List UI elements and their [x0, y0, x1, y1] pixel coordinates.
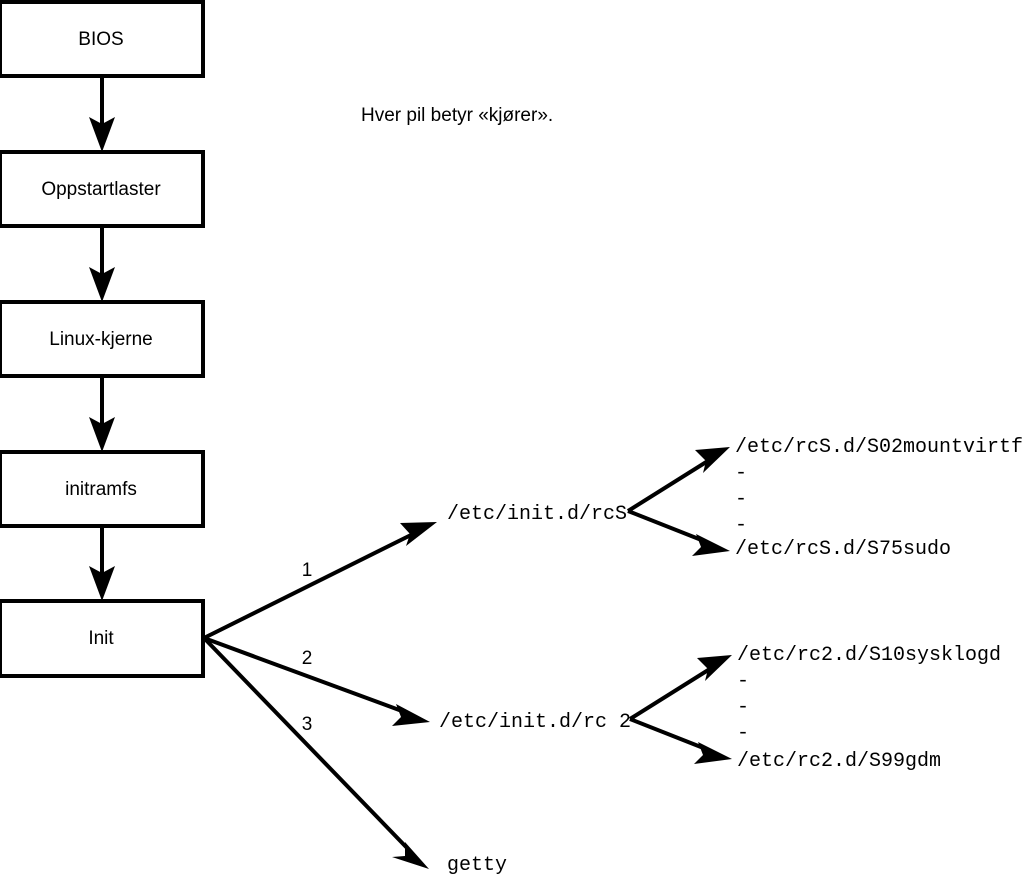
edge-label-1: 1: [302, 560, 313, 581]
box-initramfs[interactable]: initramfs: [0, 450, 205, 528]
box-bootloader[interactable]: Oppstartlaster: [0, 150, 205, 228]
edge-label-2: 2: [302, 648, 313, 669]
arrow-rcs-to-first-script: [626, 447, 730, 513]
arrow-rcs-to-last-script: [627, 509, 730, 556]
script-label-rcs-first: /etc/rcS.d/S02mountvirtfs: [735, 436, 1024, 459]
box-bootloader-rect: [0, 150, 205, 228]
node-label-rcs[interactable]: /etc/init.d/rcS: [447, 503, 627, 526]
script-ellipsis-dash-rcs-2: -: [735, 488, 747, 511]
arrow-bios-to-bootloader: [89, 76, 115, 152]
box-kernel-rect: [0, 300, 205, 378]
script-ellipsis-dash-rc2-1: -: [737, 670, 749, 693]
script-ellipsis-dash-rcs-3: -: [735, 514, 747, 537]
node-label-getty[interactable]: getty: [447, 854, 507, 875]
diagram-caption: Hver pil betyr «kjører».: [361, 105, 553, 126]
arrow-init-to-rcs: [203, 522, 437, 640]
box-bios[interactable]: BIOS: [0, 0, 205, 78]
box-initramfs-label: initramfs: [65, 479, 137, 500]
box-bios-rect: [0, 0, 205, 78]
box-initramfs-rect: [0, 450, 205, 528]
box-init[interactable]: Init: [0, 599, 205, 678]
script-ellipsis-dash-rcs-1: -: [735, 462, 747, 485]
script-label-rc2-last: /etc/rc2.d/S99gdm: [737, 750, 941, 773]
script-label-rc2-first: /etc/rc2.d/S10sysklogd: [737, 644, 1001, 667]
arrow-kernel-to-initramfs: [89, 376, 115, 452]
box-kernel-label: Linux-kjerne: [49, 329, 153, 350]
node-label-rc2[interactable]: /etc/init.d/rc 2: [439, 711, 631, 734]
script-label-rcs-last: /etc/rcS.d/S75sudo: [735, 538, 951, 561]
box-init-rect: [0, 599, 205, 678]
arrow-init-to-rc2: [203, 636, 430, 726]
box-bios-label: BIOS: [78, 29, 123, 50]
box-kernel[interactable]: Linux-kjerne: [0, 300, 205, 378]
arrow-initramfs-to-init: [89, 526, 115, 601]
arrow-bootloader-to-kernel: [89, 226, 115, 302]
box-bootloader-label: Oppstartlaster: [41, 179, 161, 200]
script-ellipsis-dash-rc2-3: -: [737, 722, 749, 745]
arrow-rc2-to-first-script: [628, 655, 732, 721]
edge-label-3: 3: [302, 714, 313, 735]
arrow-init-to-getty: [202, 636, 429, 869]
script-ellipsis-dash-rc2-2: -: [737, 696, 749, 719]
arrow-rc2-to-last-script: [629, 717, 732, 764]
box-init-label: Init: [88, 628, 114, 649]
